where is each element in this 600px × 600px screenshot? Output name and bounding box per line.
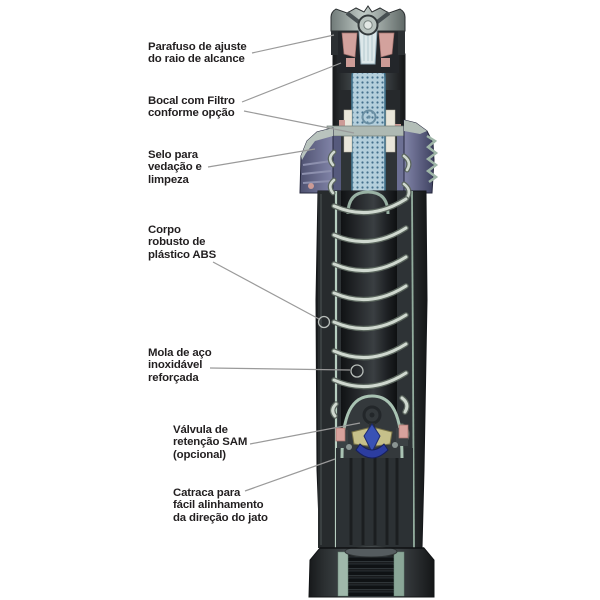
label-line: fácil alinhamento — [173, 499, 264, 512]
wiper-seal-flange — [299, 119, 439, 194]
label-line: (opcional) — [173, 448, 226, 461]
label-line: Corpo — [148, 224, 181, 236]
sam-check-valve — [335, 394, 409, 459]
label-line: conforme opção — [148, 107, 235, 120]
label-line: Mola de aço — [148, 347, 212, 359]
label-bocal-com-filtro: Bocal com Filtro conforme opção — [148, 95, 235, 120]
label-line: Parafuso de ajuste — [148, 41, 247, 53]
label-corpo-abs: Corpo robusto de plástico ABS — [148, 224, 216, 261]
label-line: robusto de — [148, 236, 206, 249]
leader-line-bocal-2 — [243, 110, 355, 134]
leader-line-catraca — [244, 458, 336, 492]
label-line: vedação e — [148, 161, 202, 174]
abs-body — [315, 190, 428, 549]
label-line: retenção SAM — [173, 436, 248, 449]
leader-line-mola — [209, 367, 351, 371]
label-line: Selo para — [148, 149, 198, 161]
label-line: Catraca para — [173, 487, 241, 499]
leader-line-valvula — [249, 422, 361, 445]
leader-line-bocal-1 — [241, 62, 342, 103]
label-line: inoxidável — [148, 359, 203, 372]
callout-marker-corpo — [317, 315, 331, 329]
leader-lines — [207, 34, 364, 492]
label-line: Bocal com Filtro — [148, 95, 235, 107]
label-line: Válvula de — [173, 424, 228, 436]
label-line: do raio de alcance — [148, 53, 245, 66]
callout-marker-mola — [350, 364, 364, 378]
label-catraca: Catraca para fácil alinhamento da direçã… — [173, 487, 268, 524]
leader-line-parafuso — [251, 34, 335, 54]
label-line: limpeza — [148, 173, 189, 186]
seal-bit-left — [339, 120, 345, 129]
label-parafuso-de-ajuste: Parafuso de ajuste do raio de alcance — [148, 41, 247, 66]
label-line: reforçada — [148, 371, 199, 384]
adjustment-screw-cap — [330, 5, 406, 73]
label-selo-vedacao: Selo para vedação e limpeza — [148, 149, 202, 186]
riser-tube — [341, 191, 397, 429]
threaded-base — [308, 545, 435, 598]
leader-line-selo — [207, 148, 316, 168]
leader-line-corpo — [212, 261, 320, 320]
label-line: plástico ABS — [148, 248, 217, 261]
label-mola-aco: Mola de aço inoxidável reforçada — [148, 347, 212, 384]
label-valvula-sam: Válvula de retenção SAM (opcional) — [173, 424, 247, 461]
label-line: da direção do jato — [173, 511, 268, 524]
